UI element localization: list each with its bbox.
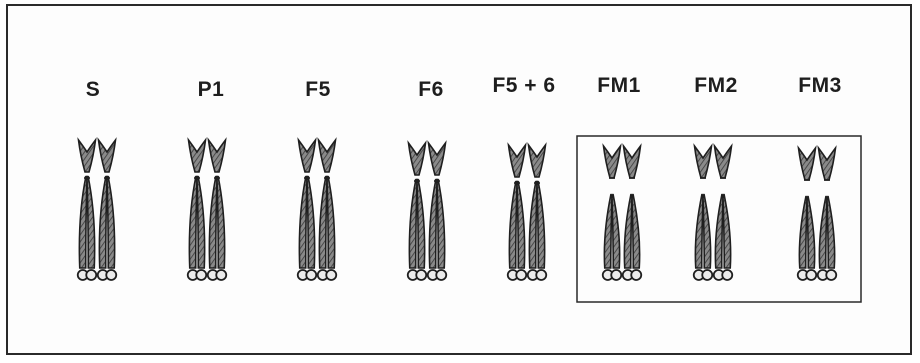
- chromosome-pair-f6: [408, 143, 447, 280]
- chromatid: [819, 196, 827, 268]
- chromosome-pair-s: [78, 140, 117, 280]
- chromatid: [99, 176, 107, 268]
- chromosome-short-arm: [209, 140, 226, 172]
- chromosome-pair-fm3: [798, 148, 837, 280]
- telomere-knob: [806, 270, 816, 280]
- chromosome-layer: [78, 140, 837, 280]
- centromere: [514, 181, 520, 185]
- chromatid: [529, 181, 537, 268]
- chromatid: [715, 194, 723, 268]
- chromosome-pair-f5: [298, 140, 337, 280]
- chromosome-short-arm: [604, 146, 621, 178]
- chromosome-short-arm: [99, 140, 116, 172]
- chromatid: [604, 194, 612, 268]
- chromatid: [87, 176, 95, 268]
- chromatid: [189, 176, 197, 268]
- chromatid: [807, 196, 815, 268]
- chromatid: [307, 176, 315, 268]
- telomere-knob: [436, 270, 446, 280]
- telomere-knob: [306, 270, 316, 280]
- chromatid: [299, 176, 307, 268]
- chromatid: [107, 176, 115, 268]
- telomere-knob: [416, 270, 426, 280]
- chromatid: [703, 194, 711, 268]
- chromatid: [509, 181, 517, 268]
- chromatid: [429, 179, 437, 268]
- chromatid: [723, 194, 731, 268]
- centromere: [534, 181, 540, 185]
- chromosome-short-arm: [529, 145, 546, 177]
- centromere: [434, 179, 440, 183]
- chromatid: [209, 176, 217, 268]
- chromosome-short-arm: [799, 148, 816, 180]
- centromere: [214, 176, 220, 180]
- chromatid: [327, 176, 335, 268]
- chromosome-short-arm: [79, 140, 96, 172]
- chromosome-short-arm: [429, 143, 446, 175]
- chromosome-short-arm: [409, 143, 426, 175]
- chromatid: [799, 196, 807, 268]
- centromere: [414, 179, 420, 183]
- chromatid: [319, 176, 327, 268]
- chromatid: [695, 194, 703, 268]
- chromosome-short-arm: [189, 140, 206, 172]
- telomere-knob: [106, 270, 116, 280]
- chromatid: [624, 194, 632, 268]
- chromosome-pair-f5-6: [508, 145, 547, 280]
- telomere-knob: [196, 270, 206, 280]
- chromosome-short-arm: [819, 148, 836, 180]
- telomere-knob: [326, 270, 336, 280]
- chromatid: [517, 181, 525, 268]
- chromatid: [537, 181, 545, 268]
- chromatid: [827, 196, 835, 268]
- chromatid: [409, 179, 417, 268]
- chromosome-short-arm: [715, 146, 732, 178]
- chromatid: [197, 176, 205, 268]
- chromosome-pair-fm1: [603, 146, 642, 280]
- chromatid: [437, 179, 445, 268]
- centromere: [324, 176, 330, 180]
- telomere-knob: [216, 270, 226, 280]
- chromosome-short-arm: [509, 145, 526, 177]
- telomere-knob: [516, 270, 526, 280]
- chromosome-short-arm: [624, 146, 641, 178]
- telomere-knob: [722, 270, 732, 280]
- centromere: [304, 176, 310, 180]
- telomere-knob: [631, 270, 641, 280]
- chromosome-short-arm: [299, 140, 316, 172]
- chromosome-short-arm: [695, 146, 712, 178]
- telomere-knob: [536, 270, 546, 280]
- centromere: [104, 176, 110, 180]
- chromatid: [612, 194, 620, 268]
- chromosome-pair-fm2: [694, 146, 733, 280]
- chromatid: [79, 176, 87, 268]
- telomere-knob: [826, 270, 836, 280]
- centromere: [194, 176, 200, 180]
- chromatid: [632, 194, 640, 268]
- centromere: [84, 176, 90, 180]
- chromatid: [417, 179, 425, 268]
- telomere-knob: [702, 270, 712, 280]
- chromosome-short-arm: [319, 140, 336, 172]
- chromosome-pair-p1: [188, 140, 227, 280]
- chromatid: [217, 176, 225, 268]
- telomere-knob: [611, 270, 621, 280]
- telomere-knob: [86, 270, 96, 280]
